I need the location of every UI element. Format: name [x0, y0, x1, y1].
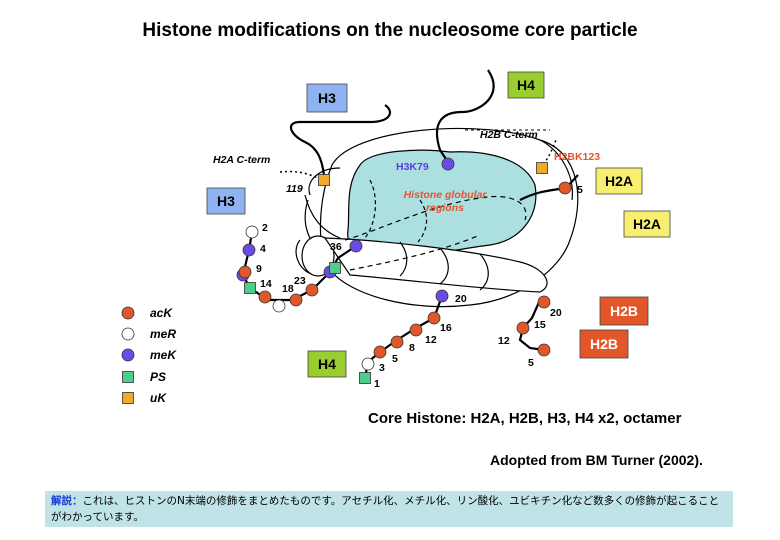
h4-k8-ack — [390, 335, 404, 349]
h3-residue-23: 23 — [294, 275, 306, 287]
h2a-cterm-label: H2A C-term — [213, 154, 270, 166]
h4-residue-20: 20 — [455, 293, 467, 305]
legend: acK meR meK PS uK — [150, 306, 177, 405]
h3-k2-mer — [245, 225, 259, 239]
h2b-residue-12: 12 — [498, 335, 510, 347]
legend-label-mek: meK — [150, 348, 177, 362]
h3k79-mek — [441, 157, 455, 171]
nucleosome-core — [295, 127, 579, 308]
h4-residue-16: 16 — [440, 322, 452, 334]
h2b-residue-5: 5 — [528, 357, 534, 369]
h4-k16-ack — [427, 311, 441, 325]
h3-k4-mek — [242, 243, 256, 257]
globular-label-2: regions — [426, 202, 464, 214]
page-title: Histone modifications on the nucleosome … — [142, 20, 638, 41]
h4-residue-12: 12 — [425, 334, 437, 346]
legend-ack-symbol — [121, 306, 135, 320]
histone-boxes: H3 H4 H2A H2A H3 H2B H2B H4 — [206, 71, 671, 378]
h2b-label-1: H2B — [610, 303, 638, 319]
legend-ps-symbol — [122, 371, 134, 383]
h3-residue-36: 36 — [330, 241, 342, 253]
h2a-residue-5: 5 — [577, 184, 583, 196]
h2b-k5-ack — [537, 343, 551, 357]
h2a-k5-ack — [558, 181, 572, 195]
h4-k5-ack — [373, 345, 387, 359]
note-text: これは、ヒストンのN末端の修飾をまとめたものです。アセチル化、メチル化、リン酸化… — [51, 495, 720, 523]
h2bk123-label: H2BK123 — [554, 151, 600, 163]
h3-k23-ack — [305, 283, 319, 297]
h2a-box-2 — [623, 210, 671, 238]
h3-k36-mek — [349, 239, 363, 253]
h3-residue-2: 2 — [262, 222, 268, 234]
h2b-k15-ack — [516, 321, 530, 335]
core-histone-caption: Core Histone: H2A, H2B, H3, H4 x2, octam… — [368, 410, 682, 427]
legend-mek-symbol — [121, 348, 135, 362]
h4-r3-mer — [361, 357, 375, 371]
h4-residue-1: 1 — [374, 378, 380, 390]
h2b-box-2 — [579, 329, 629, 359]
h3-left-label: H3 — [217, 193, 235, 209]
legend-label-uk: uK — [150, 391, 167, 405]
h2b-residue-20: 20 — [550, 307, 562, 319]
h2a-label-1: H2A — [605, 173, 633, 189]
h2b-residue-15: 15 — [534, 319, 546, 331]
h4-residue-3: 3 — [379, 362, 385, 374]
legend-label-mer: meR — [150, 327, 176, 341]
modification-marks — [121, 157, 572, 404]
h3k79-label: H3K79 — [396, 161, 429, 173]
h2b-box-1 — [599, 296, 649, 326]
source-caption: Adopted from BM Turner (2002). — [490, 452, 703, 468]
h3-k14-ack — [258, 290, 272, 304]
h2a-k119-uk — [318, 174, 330, 186]
h4-residue-8: 8 — [409, 342, 415, 354]
legend-label-ps: PS — [150, 370, 166, 384]
globular-region — [347, 149, 537, 261]
legend-label-ack: acK — [150, 306, 173, 320]
h2a-label-2: H2A — [633, 216, 661, 232]
h4-k20-mek — [435, 289, 449, 303]
h4-k12-ack — [409, 323, 423, 337]
h4-top-box — [507, 71, 545, 99]
h4-top-label: H4 — [517, 77, 535, 93]
h2b-cterm-label: H2B C-term — [480, 129, 538, 141]
h3-s28-ps — [329, 262, 341, 274]
globular-label-1: Histone globular — [404, 189, 488, 201]
h3-left-box — [206, 187, 246, 215]
explanation-note: 解説：これは、ヒストンのN末端の修飾をまとめたものです。アセチル化、メチル化、リ… — [45, 491, 733, 527]
h3-k18-ack — [289, 293, 303, 307]
h3-residue-18: 18 — [282, 283, 294, 295]
legend-mer-symbol — [121, 327, 135, 341]
legend-uk-symbol — [122, 392, 134, 404]
h3-residue-4: 4 — [260, 243, 266, 255]
h3-top-box — [306, 83, 348, 113]
h4-bottom-label: H4 — [318, 356, 336, 372]
h3-top-label: H3 — [318, 90, 336, 106]
h4-s1-ps — [359, 372, 371, 384]
h3-residue-9: 9 — [256, 263, 262, 275]
note-label: 解説： — [51, 495, 83, 507]
h2bk123-uk — [536, 162, 548, 174]
h3-r17-mer — [272, 299, 286, 313]
h3-residue-14: 14 — [260, 278, 272, 290]
h2a-box-1 — [595, 167, 643, 195]
h2b-k20-ack — [537, 295, 551, 309]
h2b-label-2: H2B — [590, 336, 618, 352]
h3-k9-ack — [238, 265, 252, 279]
residue-119: 119 — [286, 183, 303, 195]
h4-bottom-box — [307, 350, 347, 378]
h4-residue-5: 5 — [392, 353, 398, 365]
h3-s10-ps — [244, 282, 256, 294]
